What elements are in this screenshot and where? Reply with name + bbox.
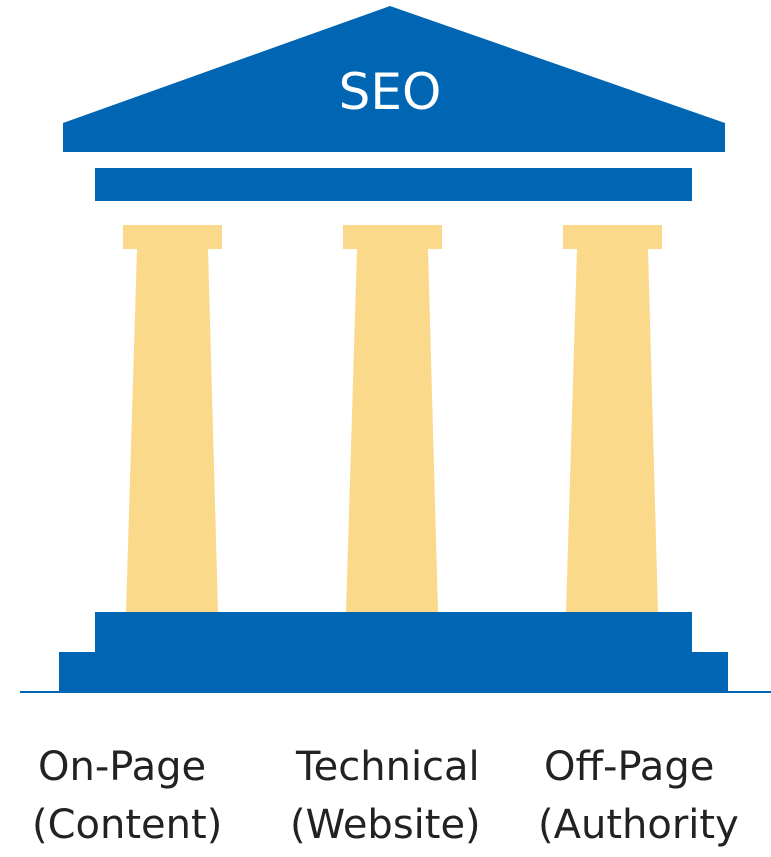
pillar-shaft <box>126 249 218 612</box>
pillar-shaft <box>346 249 438 612</box>
pillar-capital <box>563 225 662 249</box>
pillar-label-technical: Technical <box>296 744 480 790</box>
pillar-capital <box>123 225 222 249</box>
pillar-detail-off-page: (Authority <box>538 802 739 848</box>
pillar-technical <box>343 225 442 612</box>
pillar-label-on-page: On-Page <box>38 744 207 790</box>
base-lower-step <box>59 652 728 692</box>
pillar-off-page <box>563 225 662 612</box>
pillar-label-off-page: Off-Page <box>544 744 715 790</box>
temple-illustration: SEO <box>20 6 771 693</box>
pillar-on-page <box>123 225 222 612</box>
pillar-detail-on-page: (Content) <box>32 802 223 848</box>
roof-title: SEO <box>339 63 442 121</box>
pillar-detail-technical: (Website) <box>290 802 481 848</box>
architrave-beam <box>95 168 692 201</box>
roof <box>63 6 725 152</box>
pillar-capital <box>343 225 442 249</box>
pillar-shaft <box>566 249 658 612</box>
base-upper-step <box>95 612 692 654</box>
